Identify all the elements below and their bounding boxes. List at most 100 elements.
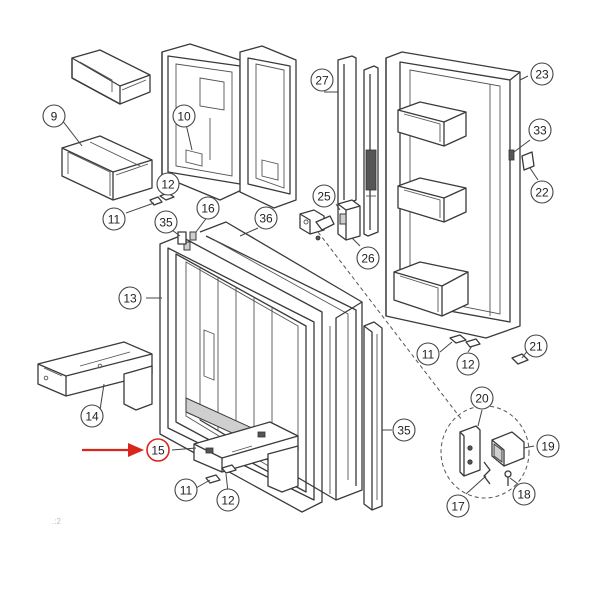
door-shelf-top-left xyxy=(71,49,151,105)
callout-circle xyxy=(216,488,240,512)
callout-number: 13 xyxy=(123,292,137,306)
clip-33 xyxy=(508,149,515,161)
callout-19: 19 xyxy=(536,434,560,458)
callout-circle xyxy=(154,210,178,234)
callout-number: 18 xyxy=(517,488,531,502)
callout-circle xyxy=(392,418,416,442)
callout-12b: 12 xyxy=(456,352,480,376)
callout-33: 33 xyxy=(528,118,552,142)
callout-number: 14 xyxy=(85,410,99,424)
right-door-shelf-3 xyxy=(393,261,469,317)
callout-18: 18 xyxy=(512,482,536,506)
callout-number: 25 xyxy=(317,190,331,204)
callout-circle xyxy=(146,438,170,462)
corner-mark: .:2 xyxy=(52,517,61,526)
callout-circle xyxy=(42,104,66,128)
callout-10: 10 xyxy=(172,104,196,128)
callout-21: 21 xyxy=(524,334,548,358)
hinge-block-25 xyxy=(337,199,361,241)
callout-number: 36 xyxy=(259,212,273,226)
callout-circle xyxy=(512,482,536,506)
callout-circle xyxy=(528,118,552,142)
callout-26: 26 xyxy=(356,246,380,270)
callout-circle xyxy=(102,207,126,231)
cap-22 xyxy=(521,151,535,171)
callout-circle xyxy=(530,62,554,86)
callout-number: 12 xyxy=(161,178,175,192)
callout-number: 15 xyxy=(151,444,165,458)
callout-23: 23 xyxy=(530,62,554,86)
shelf-bin-9 xyxy=(61,135,153,201)
callout-12a: 12 xyxy=(156,172,180,196)
outer-door-panel-36 xyxy=(199,221,363,501)
callout-circle xyxy=(254,206,278,230)
hinge-dashed-link xyxy=(317,231,463,421)
vertical-trim-35 xyxy=(363,321,383,511)
hinge-bracket-26 xyxy=(299,209,335,241)
callout-number: 10 xyxy=(177,110,191,124)
callout-number: 27 xyxy=(315,74,329,88)
callout-number: 9 xyxy=(51,110,58,124)
callout-circle xyxy=(524,334,548,358)
callout-circle xyxy=(470,386,494,410)
callout-number: 12 xyxy=(221,494,235,508)
callout-number: 12 xyxy=(461,358,475,372)
callout-circle xyxy=(156,172,180,196)
callout-circle xyxy=(356,246,380,270)
callout-number: 22 xyxy=(535,186,549,200)
hinge-detail-group-20 xyxy=(440,405,530,499)
clip-set-mid xyxy=(449,334,529,365)
callout-27: 27 xyxy=(310,68,334,92)
callout-17: 17 xyxy=(446,494,470,518)
callout-circle xyxy=(172,104,196,128)
right-door-shelf-2 xyxy=(397,177,467,223)
leader-lines xyxy=(61,75,539,495)
bracket-14 xyxy=(37,341,153,411)
callout-circle xyxy=(530,180,554,204)
callout-circle xyxy=(174,478,198,502)
callout-9: 9 xyxy=(42,104,66,128)
callout-number: 21 xyxy=(529,340,543,354)
callout-circle xyxy=(446,494,470,518)
callout-number: 26 xyxy=(361,252,375,266)
callout-circle xyxy=(80,404,104,428)
callout-circle xyxy=(456,352,480,376)
callout-number: 17 xyxy=(451,500,465,514)
callout-number: 16 xyxy=(201,202,215,216)
callout-11c: 11 xyxy=(174,478,198,502)
bracket-15 xyxy=(193,421,299,493)
right-door-shelf-1 xyxy=(397,101,467,147)
callout-circle xyxy=(312,184,336,208)
callout-number: 11 xyxy=(422,348,435,362)
callout-number: 11 xyxy=(180,484,193,498)
callout-number: 20 xyxy=(475,392,489,406)
callout-labels: 9 10 11 12 13 14 15 16 35 36 27 25 26 23 33 22 11 12 21 20 1… xyxy=(42,62,560,518)
callout-number: 35 xyxy=(159,216,173,230)
callout-36: 36 xyxy=(254,206,278,230)
callout-14: 14 xyxy=(80,404,104,428)
callout-12c: 12 xyxy=(216,488,240,512)
callout-number: 23 xyxy=(535,68,549,82)
callout-15: 15 xyxy=(146,438,170,462)
callout-circle xyxy=(310,68,334,92)
callout-13: 13 xyxy=(118,286,142,310)
callout-number: 35 xyxy=(397,424,411,438)
callout-25: 25 xyxy=(312,184,336,208)
clip-16 xyxy=(189,231,197,241)
callout-35b: 35 xyxy=(392,418,416,442)
callout-35a: 35 xyxy=(154,210,178,234)
callout-20: 20 xyxy=(470,386,494,410)
callout-circle xyxy=(536,434,560,458)
callout-number: 33 xyxy=(533,124,547,138)
callout-16: 16 xyxy=(196,196,220,220)
callout-11a: 11 xyxy=(102,207,126,231)
callout-circle xyxy=(118,286,142,310)
callout-11b: 11 xyxy=(416,342,440,366)
callout-number: 11 xyxy=(108,213,121,227)
callout-22: 22 xyxy=(530,180,554,204)
callout-number: 19 xyxy=(541,440,555,454)
highlight-arrow xyxy=(82,443,144,457)
trim-piece-35 xyxy=(177,231,187,245)
door-liner-back xyxy=(239,45,297,209)
